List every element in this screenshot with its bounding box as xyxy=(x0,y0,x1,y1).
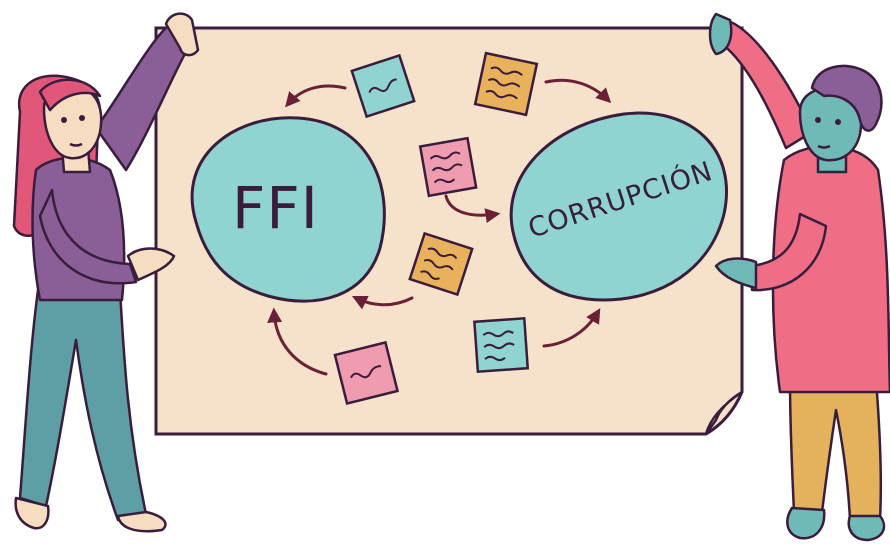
woman-right-eye xyxy=(815,117,821,123)
woman-left-pants xyxy=(18,288,148,522)
sticky-notes xyxy=(333,51,539,406)
sticky-note-teal-bottom xyxy=(473,316,530,374)
scribble-note-icon xyxy=(368,78,397,93)
woman-right-pants xyxy=(788,378,883,522)
arrow-center-left xyxy=(351,295,414,310)
corrupcion-bubble: CORRUPCIÓN xyxy=(509,111,728,302)
woman-right-eye-2 xyxy=(835,119,841,125)
scribble-note-icon xyxy=(429,151,463,184)
woman-right-hair xyxy=(810,64,883,132)
scribble-note-icon xyxy=(485,66,523,100)
scribble-note-icon xyxy=(350,365,382,379)
arrow-bottom-right xyxy=(542,308,601,348)
woman-right-foot-right xyxy=(847,514,886,542)
woman-left-eye xyxy=(79,115,85,121)
woman-right-front-hand xyxy=(714,257,758,290)
sticky-note-pink-bottom xyxy=(333,340,400,406)
woman-right-raised-hand xyxy=(708,12,733,56)
arrow-middle xyxy=(444,194,501,224)
corrupcion-circle-shape xyxy=(509,111,728,302)
ffi-bubble: FFI xyxy=(190,116,386,303)
arrow-bottom-left xyxy=(267,307,328,376)
woman-left-hair-front xyxy=(38,78,102,112)
woman-left-front-hand xyxy=(126,247,176,282)
woman-right-front-arm xyxy=(750,212,828,292)
woman-left-eye-2 xyxy=(61,117,67,123)
woman-right xyxy=(708,12,890,542)
woman-left-mouth xyxy=(69,142,83,147)
woman-right-raised-arm xyxy=(720,18,814,150)
woman-right-foot-left xyxy=(786,506,826,540)
woman-left-raised-hand xyxy=(164,12,200,57)
woman-left-foot-left xyxy=(14,496,50,530)
woman-left-front-arm xyxy=(38,188,138,285)
ffi-circle-shape xyxy=(190,116,386,303)
arrow-top-left xyxy=(285,84,347,108)
woman-left-foot-right xyxy=(116,510,167,533)
woman-left xyxy=(12,12,200,533)
sticky-note-orange-middle xyxy=(408,231,474,297)
sticky-note-pink-middle xyxy=(418,136,478,198)
scribble-note-icon xyxy=(482,330,515,362)
sticky-note-orange-top xyxy=(473,51,539,117)
sticky-note-teal-top xyxy=(350,53,416,119)
poster-curled-corner xyxy=(704,390,743,435)
cycle-arrows xyxy=(267,78,612,376)
arrow-top-right xyxy=(544,78,612,104)
woman-right-mouth xyxy=(817,144,831,149)
ffi-label: FFI xyxy=(232,174,319,242)
scribble-note-icon xyxy=(420,247,458,280)
